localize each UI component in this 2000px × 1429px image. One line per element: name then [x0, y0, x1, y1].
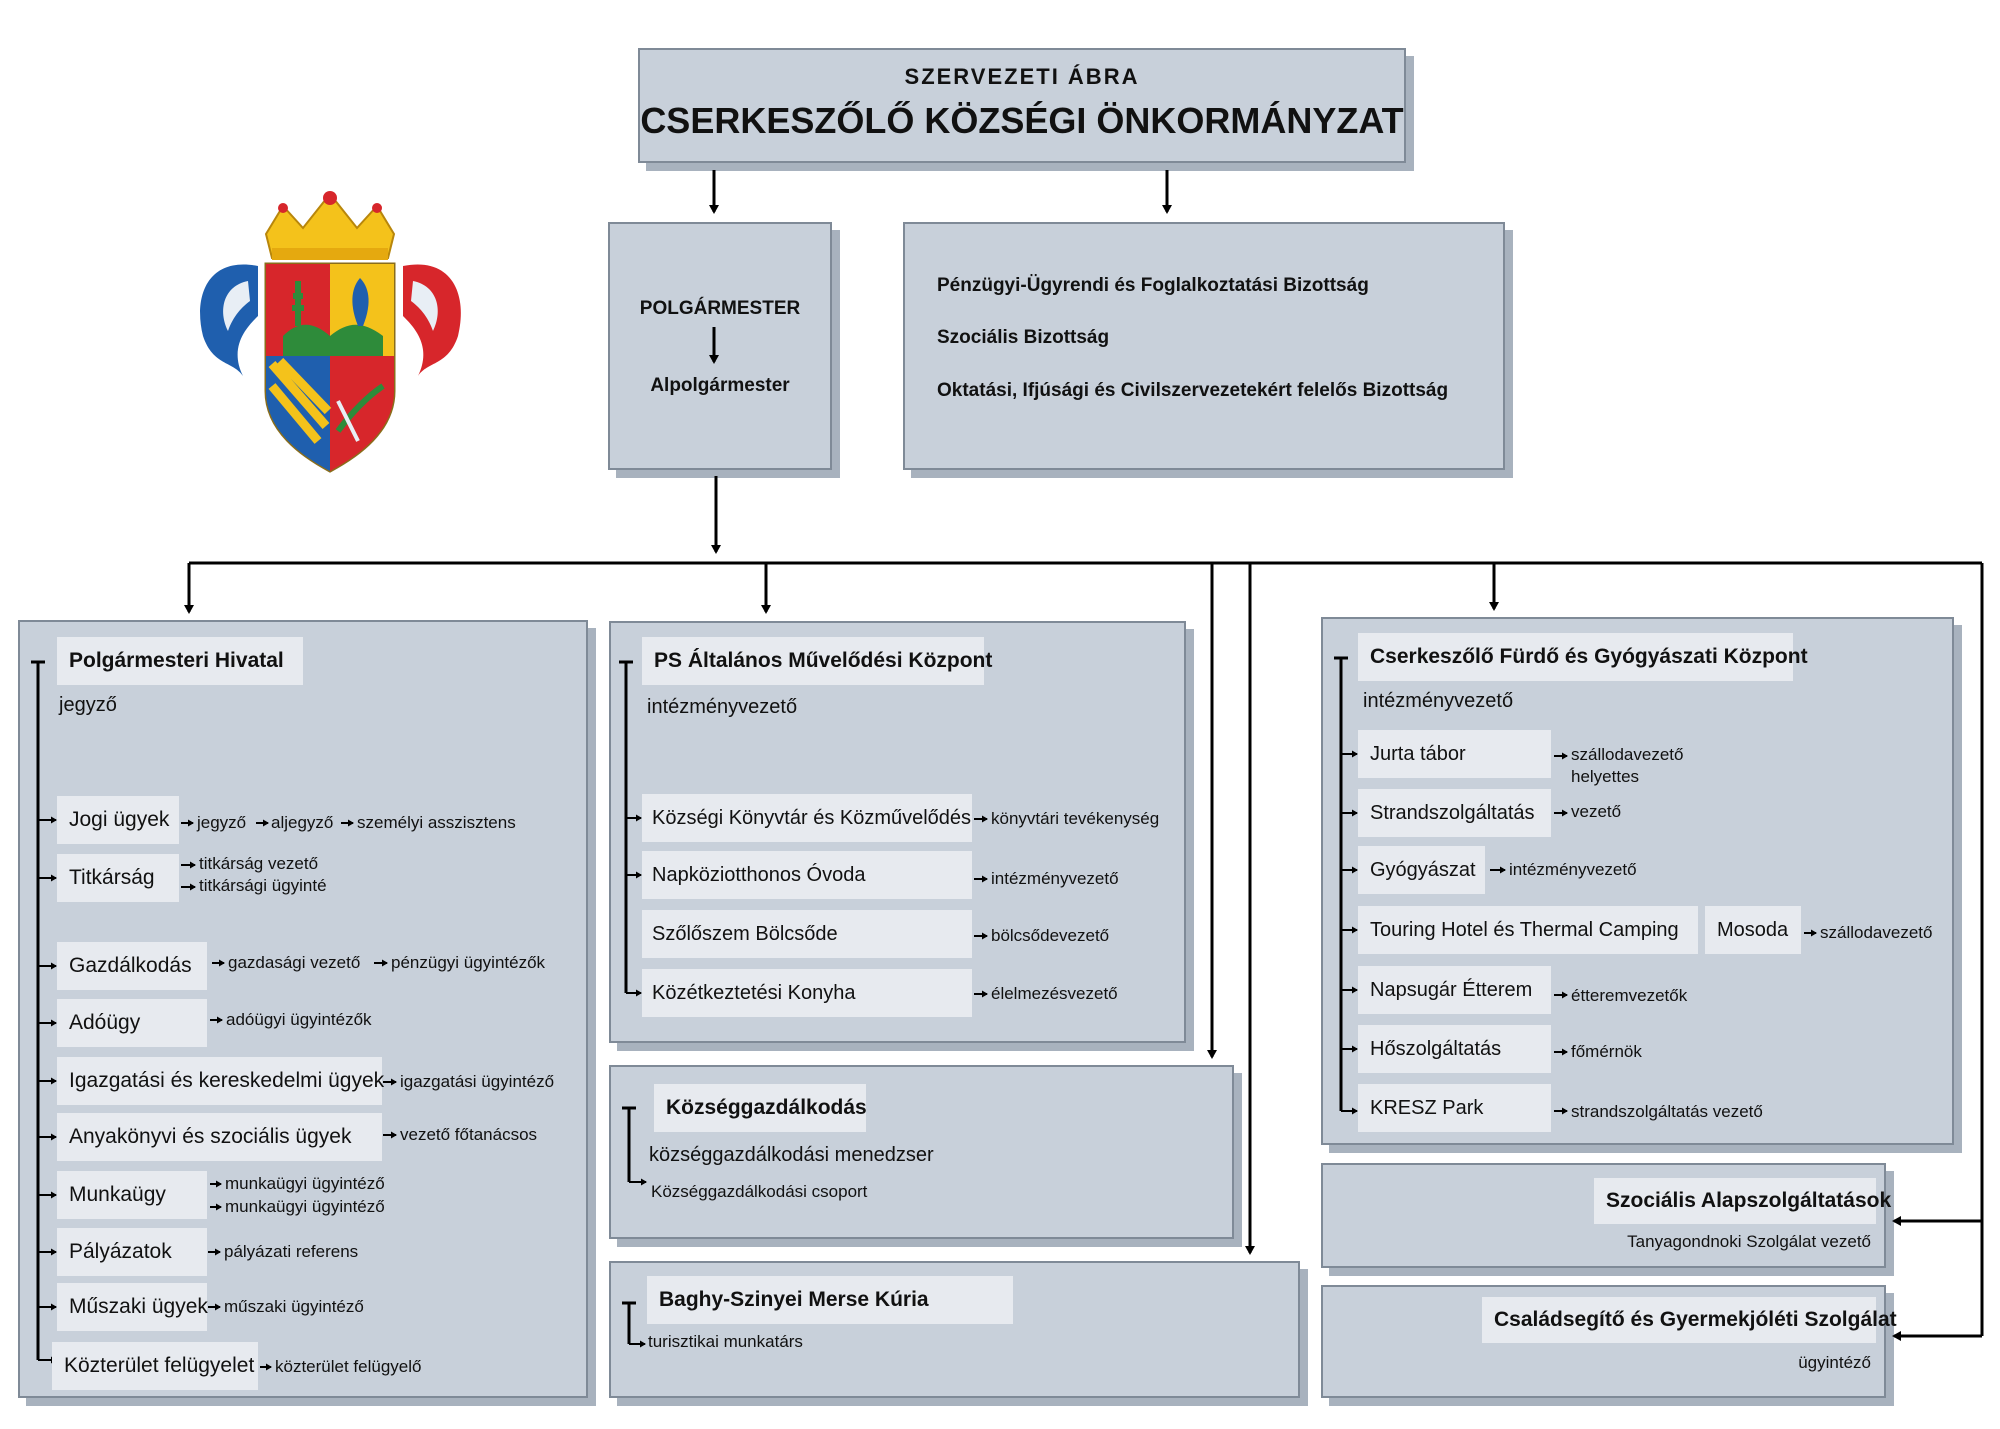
unit-palyazatok: Pályázatok: [57, 1228, 207, 1276]
furdo-unit-gyogyaszat: Gyógyászat: [1358, 846, 1485, 894]
ps-head: intézményvezető: [647, 696, 798, 718]
coat-of-arms-emblem: [200, 191, 461, 473]
kozseg-sub: Községgazdálkodási csoport: [651, 1182, 868, 1201]
unit-titkarsag: Titkárság: [57, 854, 179, 902]
chart-title: CSERKESZŐLŐ KÖZSÉGI ÖNKORMÁNYZAT: [640, 100, 1404, 141]
furdo-title: Cserkeszőlő Fürdő és Gyógyászati Központ: [1358, 633, 1808, 681]
kozseg-head: községgazdálkodási menedzser: [649, 1144, 934, 1166]
szocialis-sub: Tanyagondnoki Szolgálat vezető: [1627, 1232, 1871, 1251]
furdo-unit-jurta: Jurta tábor: [1358, 730, 1551, 778]
mayor-box: [608, 222, 832, 470]
committee-education: Oktatási, Ifjúsági és Civilszervezetekér…: [937, 380, 1449, 401]
furdo-role-gyogyaszat: intézményvezető: [1509, 860, 1637, 879]
unit-kozterulet: Közterület felügyelet: [52, 1342, 258, 1390]
unit-munkaugy: Munkaügy: [57, 1171, 207, 1219]
furdo-role-etterem: étteremvezetők: [1571, 986, 1688, 1005]
role-jogi-3: személyi asszisztens: [357, 813, 516, 832]
ps-role-ovoda: intézményvezető: [991, 869, 1119, 888]
furdo-unit-touring: Touring Hotel és Thermal Camping: [1358, 906, 1698, 954]
ps-title: PS Általános Művelődési Központ: [642, 637, 992, 685]
role-gazd-1: gazdasági vezető: [228, 953, 361, 972]
kuria-sub: turisztikai munkatárs: [648, 1332, 803, 1351]
furdo-unit-etterem: Napsugár Étterem: [1358, 966, 1551, 1014]
ps-role-konyvtar: könyvtári tevékenység: [991, 809, 1160, 828]
unit-jogi: Jogi ügyek: [57, 796, 179, 844]
title-box: [638, 48, 1406, 163]
role-kozterulet-1: közterület felügyelő: [275, 1357, 422, 1376]
ps-role-konyha: élelmezésvezető: [991, 984, 1118, 1003]
furdo-unit-strand: Strandszolgáltatás: [1358, 789, 1551, 837]
deputy-mayor: Alpolgármester: [650, 375, 790, 396]
furdo-head: intézményvezető: [1363, 690, 1514, 712]
ps-unit-bolcsode: Szőlőszem Bölcsőde: [642, 910, 972, 958]
role-igazgatasi-1: igazgatási ügyintéző: [400, 1072, 555, 1091]
role-munkaugy-1: munkaügyi ügyintéző: [225, 1174, 385, 1193]
unit-adougy: Adóügy: [57, 999, 207, 1047]
csalad-title: Családsegítő és Gyermekjóléti Szolgálat: [1482, 1297, 1897, 1343]
furdo-unit-hoszolg: Hőszolgáltatás: [1358, 1025, 1551, 1073]
furdo-unit-kresz: KRESZ Park: [1358, 1084, 1551, 1132]
role-adougy-1: adóügyi ügyintézők: [226, 1010, 372, 1029]
furdo-role-jurta-1: szállodavezető: [1571, 745, 1684, 764]
furdo-role-strand: vezető: [1571, 802, 1622, 821]
ps-unit-konyha: Közétkeztetési Konyha: [642, 969, 972, 1017]
unit-anyakonyvi: Anyakönyvi és szociális ügyek: [57, 1113, 382, 1161]
hivatal-title: Polgármesteri Hivatal: [57, 637, 303, 685]
role-gazd-2: pénzügyi ügyintézők: [391, 953, 546, 972]
furdo-role-touring: szállodavezető: [1820, 923, 1933, 942]
role-jogi-1: jegyző: [197, 813, 247, 832]
committees-box: [903, 222, 1505, 470]
kozseg-title: Községgazdálkodás: [654, 1084, 867, 1132]
unit-muszaki: Műszaki ügyek: [57, 1283, 208, 1331]
kuria-title: Baghy-Szinyei Merse Kúria: [647, 1276, 1013, 1324]
mayor-title: POLGÁRMESTER: [639, 298, 801, 319]
role-muszaki-1: műszaki ügyintéző: [224, 1297, 364, 1316]
ps-unit-ovoda: Napköziotthonos Óvoda: [642, 851, 972, 899]
chart-kicker: SZERVEZETI ÁBRA: [904, 64, 1140, 89]
role-titkarsag-1: titkárság vezető: [199, 854, 319, 873]
furdo-role-kresz: strandszolgáltatás vezető: [1571, 1102, 1763, 1121]
role-munkaugy-2: munkaügyi ügyintéző: [225, 1197, 385, 1216]
role-anyakonyvi-1: vezető főtanácsos: [400, 1125, 538, 1144]
furdo-role-jurta-2: helyettes: [1571, 767, 1640, 786]
ps-unit-konyvtar: Községi Könyvtár és Közművelődés: [642, 794, 972, 842]
furdo-unit-mosoda: Mosoda: [1705, 906, 1801, 954]
committee-finance: Pénzügyi-Ügyrendi és Foglalkoztatási Biz…: [937, 275, 1369, 296]
role-jogi-2: aljegyző: [271, 813, 334, 832]
committee-social: Szociális Bizottság: [937, 327, 1110, 348]
ps-role-bolcsode: bölcsődevezető: [991, 926, 1110, 945]
unit-igazgatasi: Igazgatási és kereskedelmi ügyek: [57, 1057, 384, 1105]
csalad-sub: ügyintéző: [1798, 1353, 1871, 1372]
hivatal-head: jegyző: [59, 694, 117, 716]
szocialis-title: Szociális Alapszolgáltatások: [1594, 1178, 1891, 1224]
furdo-role-hoszolg: főmérnök: [1571, 1042, 1642, 1061]
role-palyazatok-1: pályázati referens: [224, 1242, 359, 1261]
unit-gazdalkodas: Gazdálkodás: [57, 942, 207, 990]
role-titkarsag-2: titkársági ügyinté: [199, 876, 327, 895]
